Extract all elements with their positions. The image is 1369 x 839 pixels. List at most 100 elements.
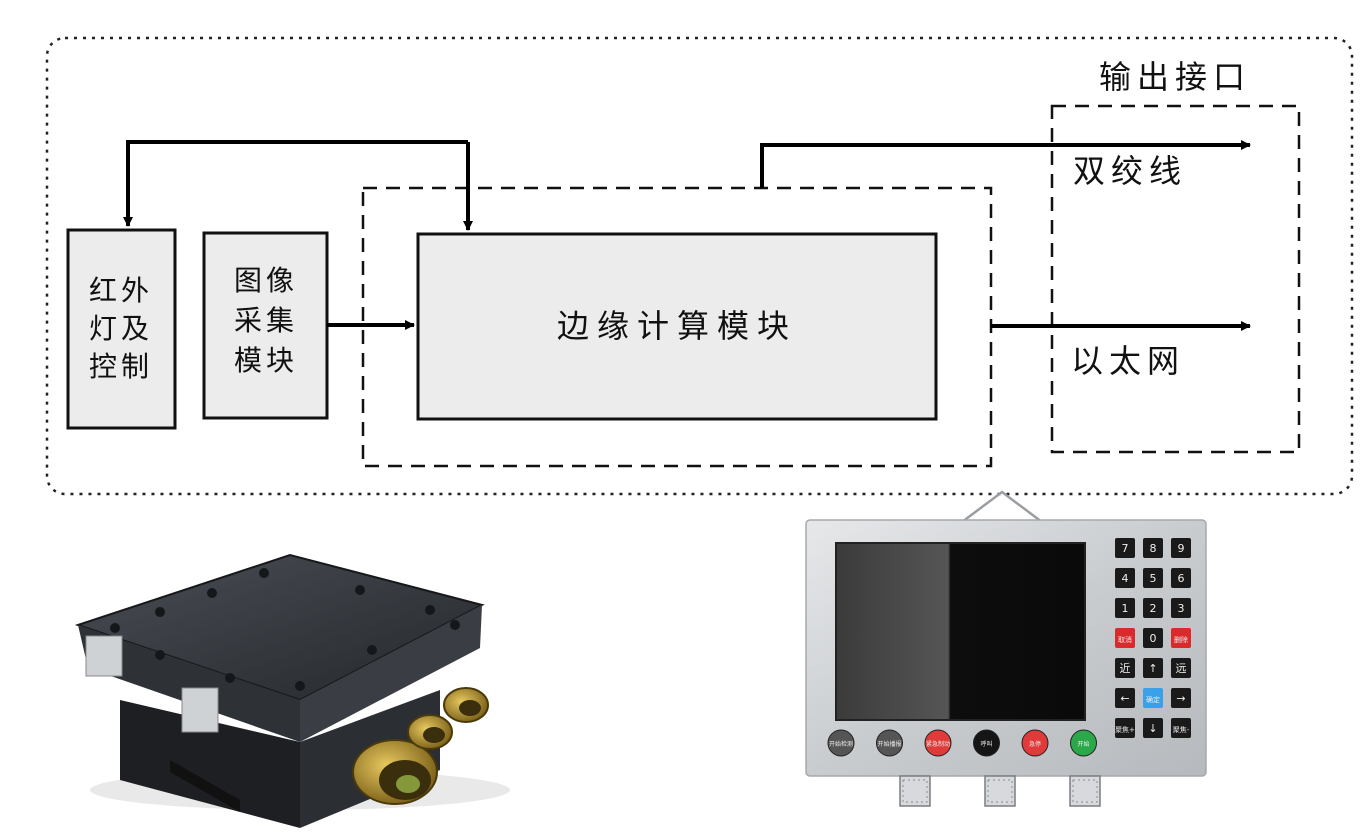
keypad-key-face: [1115, 538, 1135, 558]
cable-gland-middle: [407, 714, 453, 750]
gland-1: [899, 775, 931, 807]
keypad-key[interactable]: 6: [1171, 568, 1191, 588]
keypad-key[interactable]: 2: [1143, 598, 1163, 618]
keypad-key-face: [1171, 598, 1191, 618]
keypad-key-label: 近: [1120, 662, 1131, 675]
keypad-key-face: [1143, 718, 1163, 738]
panel-round-button-label: 开始播报: [877, 740, 901, 748]
panel-round-button-label: 开始检测: [829, 740, 853, 748]
keypad-key[interactable]: 确定: [1143, 688, 1163, 708]
ethernet-label: 以太网: [1071, 342, 1185, 380]
keypad-key[interactable]: 聚焦-: [1171, 718, 1191, 738]
keypad-key-label: 1: [1122, 602, 1129, 615]
keypad-key-label: 取消: [1118, 635, 1132, 644]
panel-round-button-face: [1070, 729, 1097, 757]
panel-round-button-face: [876, 729, 903, 757]
arrow-twisted-pair-output: [760, 140, 1251, 188]
keypad-key-face: [1115, 688, 1135, 708]
keypad-key-face: [1171, 538, 1191, 558]
panel-round-button[interactable]: 紧急制动: [924, 729, 952, 757]
keypad-key[interactable]: 1: [1115, 598, 1135, 618]
keypad-key[interactable]: 远: [1171, 658, 1191, 678]
keypad-key-face: [1143, 688, 1163, 708]
keypad-key-label: 4: [1122, 572, 1129, 585]
twisted-pair-label: 双绞线: [1073, 152, 1187, 190]
keypad-key-face: [1143, 568, 1163, 588]
panel-round-button-face: [827, 729, 855, 757]
keypad-key[interactable]: 4: [1115, 568, 1135, 588]
keypad-key-face: [1171, 718, 1191, 738]
panel-round-button-face: [1021, 729, 1049, 757]
keypad-key-label: 聚焦-: [1173, 725, 1190, 734]
hanging-wire: [961, 490, 1043, 523]
image-module-line-2: 采集: [234, 304, 298, 337]
image-module-line-1: 图像: [234, 264, 298, 297]
keypad-key-label: 5: [1150, 572, 1157, 585]
keypad-key[interactable]: 9: [1171, 538, 1191, 558]
image-module-line-3: 模块: [234, 344, 298, 377]
keypad-key[interactable]: 5: [1143, 568, 1163, 588]
keypad-key-face: [1171, 658, 1191, 678]
panel-round-button[interactable]: 呼叫: [973, 729, 1000, 757]
panel-round-button-label: 急停: [1029, 740, 1041, 748]
cable-gland-small: [443, 687, 489, 723]
keypad-key-label: ↑: [1148, 662, 1157, 675]
panel-round-button-label: 紧急制动: [926, 740, 950, 748]
keypad-key[interactable]: 取消: [1115, 628, 1135, 648]
edge-computing-module-label: 边缘计算模块: [557, 307, 797, 345]
keypad-key[interactable]: 0: [1143, 628, 1163, 648]
keypad-key[interactable]: 近: [1115, 658, 1135, 678]
keypad-key-label: →: [1176, 692, 1185, 705]
ir-light-control-module: [66, 228, 177, 430]
image-capture-module: [202, 231, 329, 420]
edge-computing-module: [416, 232, 938, 421]
keypad-key-face: [1143, 628, 1163, 648]
keypad-key[interactable]: 删除: [1171, 628, 1191, 648]
enclosure-hinge-left: [85, 635, 123, 677]
keypad-key-label: 2: [1150, 602, 1157, 615]
keypad: 7 8 9 4 5 6 1 2 3 取消 0 删除近 ↑ 远 ← 确定 → 聚焦+ ↓ 聚焦-: [1115, 538, 1191, 738]
interface-group-frame: [1050, 104, 1301, 454]
bottom-button-row: 开始检测 开始播报 紧急制动 呼叫 急停 开始: [827, 729, 1097, 757]
keypad-key-label: 确定: [1146, 695, 1160, 704]
interface-group-title: 输出接口: [1099, 58, 1251, 96]
panel-round-button[interactable]: 开始检测: [827, 729, 855, 757]
keypad-key-label: 0: [1150, 632, 1157, 645]
explosion-proof-enclosure-photo: [74, 553, 510, 828]
cable-glands-bottom: [899, 775, 1101, 807]
ir-module-line-1: 红外: [89, 274, 153, 307]
arrow-edge-to-ir: [123, 140, 468, 227]
keypad-key[interactable]: ←: [1115, 688, 1135, 708]
keypad-key-face: [1171, 688, 1191, 708]
keypad-key-label: 9: [1178, 542, 1185, 555]
keypad-key-face: [1143, 538, 1163, 558]
keypad-key-label: 6: [1178, 572, 1185, 585]
keypad-key-face: [1171, 568, 1191, 588]
keypad-key-label: 3: [1178, 602, 1185, 615]
control-panel-device: 7 8 9 4 5 6 1 2 3 取消 0 删除近 ↑ 远 ← 确定 → 聚焦+ ↓ 聚焦- 开始检测 开始播报 紧急制…: [805, 490, 1207, 807]
keypad-key-face: [1115, 658, 1135, 678]
ir-module-line-3: 控制: [89, 350, 153, 383]
cable-gland-large: [352, 739, 438, 805]
keypad-key-label: 7: [1122, 542, 1129, 555]
enclosure-hinge-right: [181, 687, 219, 733]
keypad-key[interactable]: 8: [1143, 538, 1163, 558]
keypad-key-face: [1115, 628, 1135, 648]
keypad-key-face: [1143, 598, 1163, 618]
keypad-key-label: 聚焦+: [1115, 725, 1135, 734]
panel-round-button[interactable]: 急停: [1021, 729, 1049, 757]
panel-round-button-face: [973, 729, 1000, 757]
keypad-key[interactable]: 聚焦+: [1115, 718, 1135, 738]
keypad-key[interactable]: 3: [1171, 598, 1191, 618]
keypad-key-face: [1171, 628, 1191, 648]
panel-round-button[interactable]: 开始: [1070, 729, 1097, 757]
panel-round-button[interactable]: 开始播报: [876, 729, 903, 757]
system-diagram: 输出接口 边缘计算模块 红外 灯及 控制 图像 采集 模块 双绞线 以太网: [45, 36, 1354, 496]
keypad-key-face: [1115, 598, 1135, 618]
keypad-key[interactable]: ↓: [1143, 718, 1163, 738]
keypad-key[interactable]: →: [1171, 688, 1191, 708]
keypad-key[interactable]: ↑: [1143, 658, 1163, 678]
gland-3: [1069, 775, 1101, 807]
keypad-key[interactable]: 7: [1115, 538, 1135, 558]
keypad-key-label: 删除: [1174, 635, 1188, 644]
